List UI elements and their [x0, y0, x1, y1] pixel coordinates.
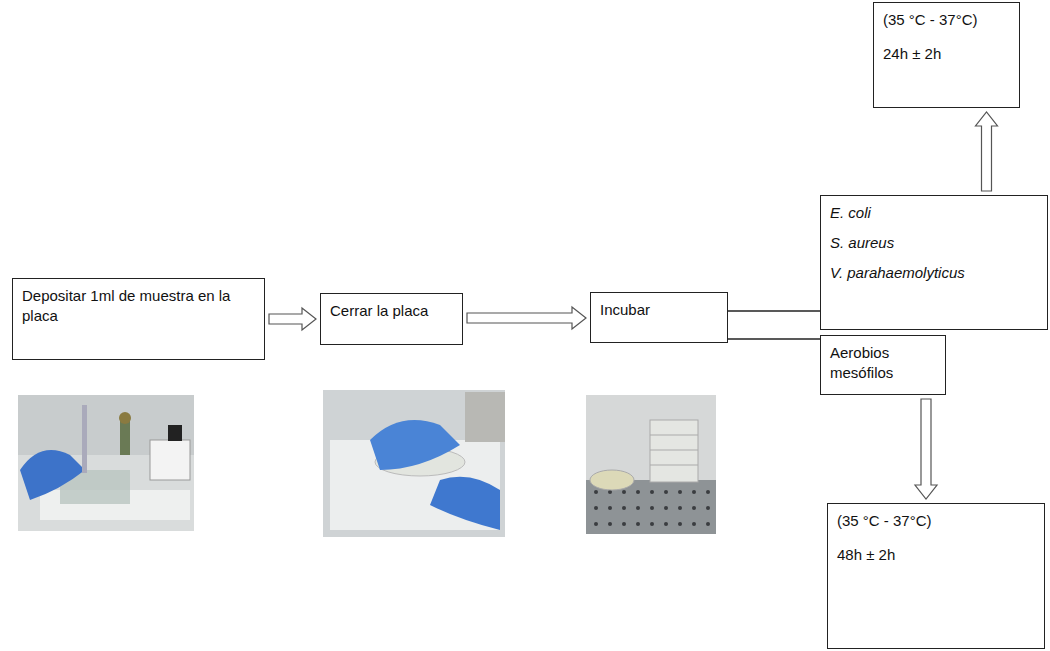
process-box: E. coli S. aureus V. parahaemolyticus	[820, 195, 1048, 330]
block-arrow	[269, 308, 316, 330]
box-text: Depositar 1ml de muestra en la placa	[22, 286, 255, 326]
box-text: S. aureus	[830, 233, 1038, 253]
box-text: 48h ± 2h	[837, 545, 1035, 565]
process-box: Incubar	[590, 292, 728, 343]
process-box: (35 °C - 37°C) 48h ± 2h	[827, 503, 1045, 649]
box-text: E. coli	[830, 203, 1038, 223]
photo-closing-plate	[323, 390, 505, 537]
photo-pipetting	[18, 395, 194, 531]
box-text: (35 °C - 37°C)	[883, 10, 1010, 30]
box-text: Aerobios mesófilos	[830, 343, 936, 383]
bracket-connector	[728, 338, 820, 340]
box-text: Cerrar la placa	[330, 301, 453, 321]
box-text: V. parahaemolyticus	[830, 263, 1038, 283]
block-arrow	[915, 399, 937, 499]
box-text: Incubar	[600, 300, 718, 320]
process-box: Cerrar la placa	[320, 293, 463, 345]
bracket-connector	[728, 310, 820, 312]
box-text: (35 °C - 37°C)	[837, 511, 1035, 531]
process-box: Aerobios mesófilos	[820, 335, 946, 395]
photo-incubator	[586, 395, 716, 534]
block-arrow	[467, 307, 586, 329]
process-box: Depositar 1ml de muestra en la placa	[12, 278, 265, 360]
process-box: (35 °C - 37°C) 24h ± 2h	[873, 2, 1020, 108]
box-text: 24h ± 2h	[883, 44, 1010, 64]
block-arrow	[976, 112, 998, 191]
